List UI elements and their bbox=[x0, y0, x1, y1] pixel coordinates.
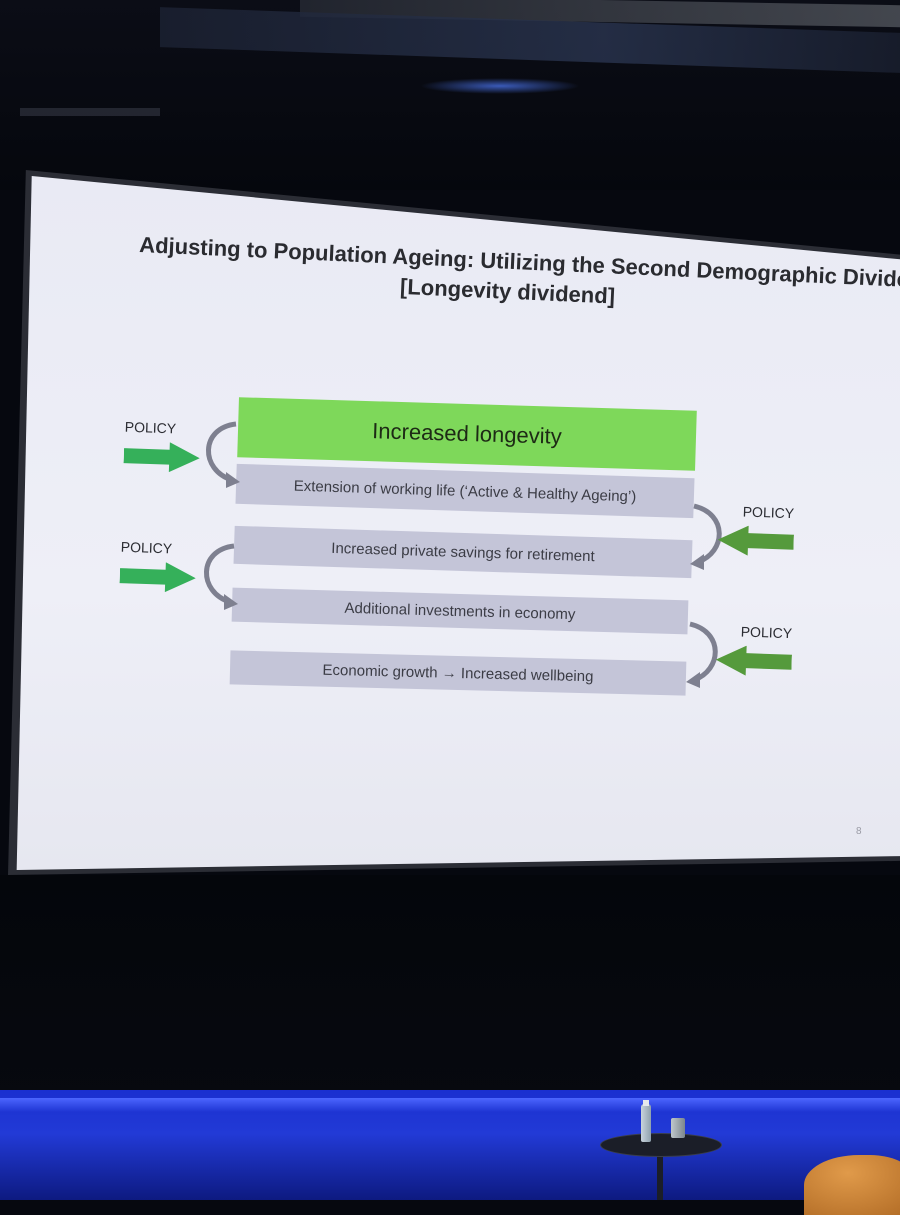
policy-label: POLICY bbox=[742, 503, 794, 521]
stage-light bbox=[0, 1098, 900, 1112]
box-label: Increased private savings for retirement bbox=[331, 539, 595, 564]
policy-arrow-right-2: POLICY bbox=[715, 623, 797, 686]
stage-backdrop bbox=[0, 875, 900, 1105]
policy-label: POLICY bbox=[125, 419, 177, 437]
right-arrow-icon bbox=[119, 561, 196, 594]
bottle-cap bbox=[643, 1100, 649, 1106]
slide-page-number: 8 bbox=[856, 826, 862, 837]
policy-label: POLICY bbox=[121, 539, 173, 557]
policy-arrow-right-1: POLICY bbox=[717, 503, 799, 566]
policy-label: POLICY bbox=[740, 623, 792, 641]
stage-chair bbox=[804, 1155, 900, 1215]
left-arrow-icon bbox=[717, 525, 794, 558]
box-label: Increased longevity bbox=[372, 418, 562, 450]
drinking-glass bbox=[671, 1118, 685, 1138]
table-stem bbox=[657, 1150, 663, 1200]
curved-arrow-icon bbox=[194, 540, 244, 612]
right-arrow-icon bbox=[123, 441, 200, 474]
box-label: Additional investments in economy bbox=[344, 599, 575, 622]
policy-arrow-left-1: POLICY bbox=[123, 419, 205, 482]
side-table bbox=[600, 1133, 722, 1157]
left-arrow-icon bbox=[715, 645, 792, 678]
box-label: Economic growth → Increased wellbeing bbox=[322, 661, 593, 685]
box-label: Extension of working life (‘Active & Hea… bbox=[293, 477, 636, 505]
water-bottle bbox=[641, 1104, 651, 1142]
ceiling-light bbox=[420, 78, 580, 94]
ceiling-light-strip bbox=[20, 108, 160, 116]
policy-arrow-left-2: POLICY bbox=[119, 539, 201, 602]
